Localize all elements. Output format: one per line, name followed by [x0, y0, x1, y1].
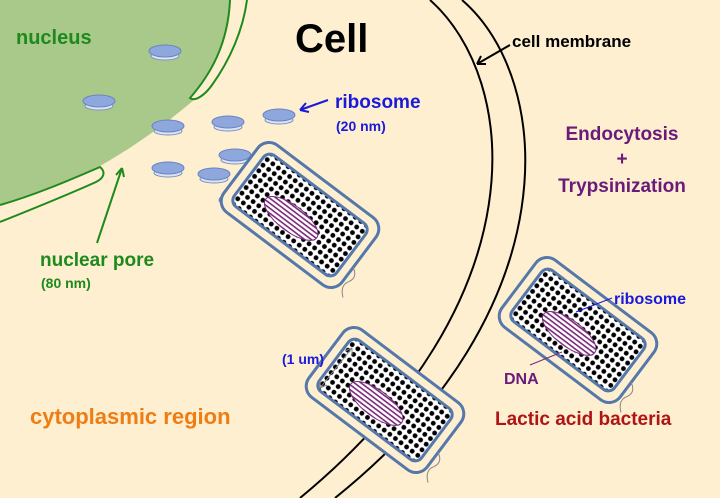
bacteria-size-label: (1 um) [282, 351, 324, 367]
cell-membrane-label: cell membrane [512, 32, 631, 51]
dna-label: DNA [504, 371, 539, 388]
ribosome-size-label: (20 nm) [336, 118, 386, 134]
endocytosis-label: Endocytosis [566, 124, 679, 145]
lactic-acid-bacteria-label: Lactic acid bacteria [495, 409, 672, 430]
nucleus-label: nucleus [16, 27, 92, 49]
ribosome-label: ribosome [335, 92, 421, 113]
nuclear-pore-arrow-icon [96, 167, 125, 244]
ribosome-pointer-line [575, 297, 613, 313]
ribosome-arrow-icon [299, 99, 329, 113]
ribosome-icon [211, 115, 245, 132]
nuclear-pore-size-label: (80 nm) [41, 275, 91, 291]
ribosome-icon [262, 108, 296, 125]
ribosome-icon [151, 161, 185, 178]
ribosome-icon [197, 167, 231, 184]
cytoplasmic-region-label: cytoplasmic region [30, 404, 231, 429]
membrane-arrow-icon [476, 44, 511, 65]
nuclear-envelope-upper [188, 0, 248, 101]
ribosome-icon [151, 119, 185, 136]
ribosome-icon [82, 94, 116, 111]
plus-label: + [616, 149, 627, 170]
bacteria-ribosome-label: ribosome [614, 291, 686, 308]
dna-pointer-line [529, 351, 563, 366]
size-arrow-icon [319, 347, 353, 389]
nuclear-pore-label: nuclear pore [40, 250, 154, 271]
trypsinization-label: Trypsinization [558, 176, 686, 197]
page-title: Cell [295, 17, 368, 61]
nuclear-envelope-lower [0, 165, 105, 223]
ribosome-icon [148, 44, 182, 61]
